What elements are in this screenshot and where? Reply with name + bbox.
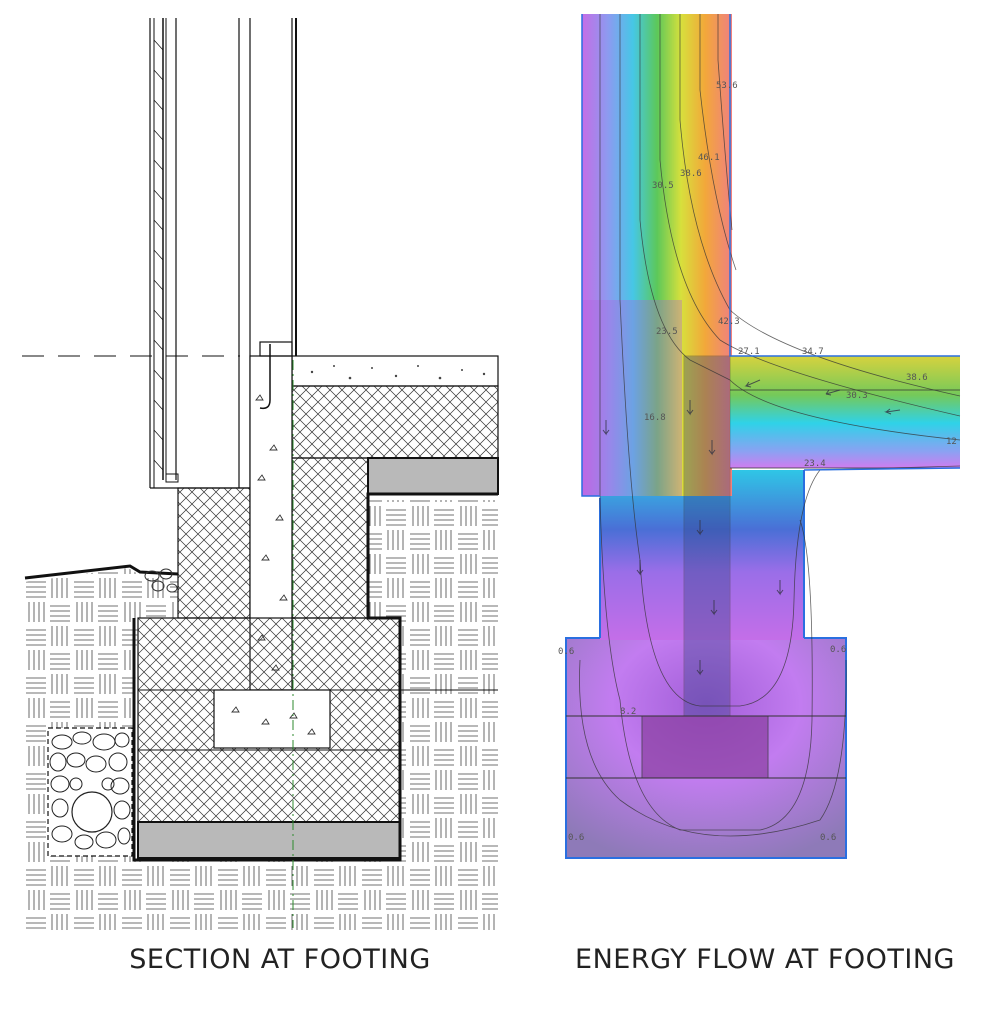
section-drawing xyxy=(22,18,499,930)
footing-aggregate xyxy=(231,706,316,735)
drain-pipe xyxy=(71,791,113,833)
concrete-slab xyxy=(291,355,499,387)
temperature-labels: 53.6 46.1 38.6 30.5 42.3 27.1 34.7 38.6 … xyxy=(558,81,957,843)
temp-label: 46.1 xyxy=(698,153,720,163)
section-caption: SECTION AT FOOTING xyxy=(129,944,431,975)
temp-label: 0.6 xyxy=(820,833,836,843)
gravel-stones xyxy=(49,731,131,850)
temp-label: 0.6 xyxy=(568,833,584,843)
grade-line xyxy=(24,564,179,580)
temp-label: 30.3 xyxy=(846,391,868,401)
temp-label: 12 xyxy=(946,437,957,447)
temp-label: 38.6 xyxy=(680,169,702,179)
slab-zone xyxy=(730,356,960,468)
stem-zone-outline xyxy=(599,470,805,638)
gray-board-slab xyxy=(367,457,499,495)
concrete-footing xyxy=(213,689,331,749)
foundation-outline xyxy=(132,492,498,862)
slab-insulation xyxy=(291,385,499,459)
grade-stones xyxy=(144,568,178,593)
temp-label: 38.6 xyxy=(906,373,928,383)
temp-label: 16.8 xyxy=(644,413,666,423)
temp-label: 0.6 xyxy=(830,645,846,655)
concrete-footing-zone xyxy=(641,715,769,779)
wall-purple-overlay xyxy=(582,300,682,496)
energy-flow-diagram: 53.6 46.1 38.6 30.5 42.3 27.1 34.7 38.6 … xyxy=(558,14,961,859)
energy-flow-caption: ENERGY FLOW AT FOOTING xyxy=(575,944,955,975)
temp-label: 53.6 xyxy=(716,81,738,91)
isotherms xyxy=(579,14,961,837)
wall-insulation-outer xyxy=(177,487,251,619)
temp-label: 42.3 xyxy=(718,317,740,327)
slab-aggregate xyxy=(310,365,486,380)
temp-label: 23.5 xyxy=(656,327,678,337)
earth-fill xyxy=(25,500,498,930)
flow-arrows xyxy=(602,379,901,676)
sill-plate xyxy=(259,341,293,357)
temp-label: 8.2 xyxy=(620,707,636,717)
wall-zone xyxy=(582,14,732,496)
concrete-stem-zone xyxy=(683,355,731,717)
temp-label: 27.1 xyxy=(738,347,760,357)
temp-label: 23.4 xyxy=(804,459,826,469)
anchor-bolt xyxy=(259,344,271,410)
gray-board-footing xyxy=(137,821,401,859)
temp-label: 30.5 xyxy=(652,181,674,191)
wall-assembly xyxy=(149,18,297,489)
temp-label: 34.7 xyxy=(802,347,824,357)
stem-zone xyxy=(600,470,804,640)
energy-outline xyxy=(581,14,961,497)
wall-insulation-inner xyxy=(291,457,369,619)
temp-label: 0.6 xyxy=(558,647,574,657)
